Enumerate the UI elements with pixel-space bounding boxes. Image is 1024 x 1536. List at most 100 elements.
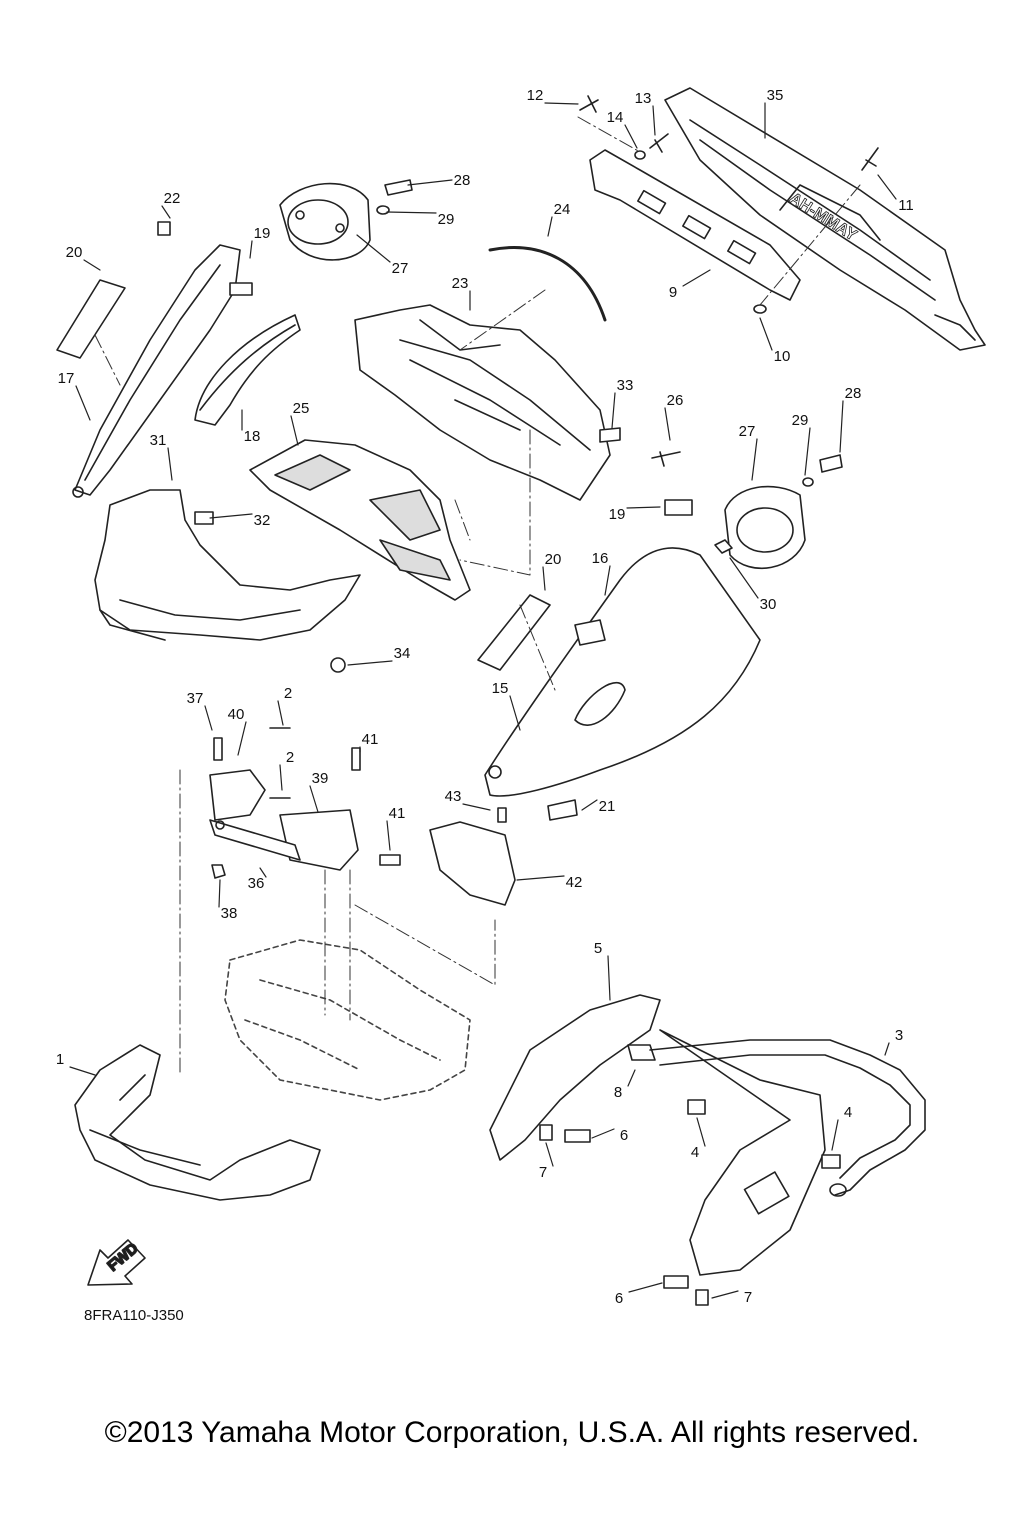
callout-leader-line bbox=[509, 695, 521, 731]
callout-leader-line bbox=[839, 400, 844, 453]
washer-29-right bbox=[802, 477, 814, 487]
callout-number: 18 bbox=[244, 428, 261, 445]
callout-leader-line bbox=[309, 785, 319, 813]
callout-number: 6 bbox=[615, 1290, 623, 1307]
callout-leader-line bbox=[386, 211, 437, 214]
callout-leader-line bbox=[237, 721, 247, 756]
clip-11 bbox=[861, 147, 879, 171]
callout-leader-line bbox=[161, 205, 171, 219]
callout-leader-line bbox=[751, 438, 758, 481]
callout-number: 29 bbox=[792, 412, 809, 429]
callout-leader-line bbox=[729, 557, 759, 599]
callout-number: 17 bbox=[58, 370, 75, 387]
callout-number: 42 bbox=[566, 874, 583, 891]
callout-leader-line bbox=[386, 820, 391, 851]
callout-leader-line bbox=[627, 1069, 636, 1087]
muffler-cap-right bbox=[724, 485, 806, 570]
heat-shield-18 bbox=[194, 314, 301, 426]
mesh-bracket bbox=[249, 439, 471, 601]
callout-number: 40 bbox=[228, 706, 245, 723]
nut-30 bbox=[714, 539, 733, 554]
callout-leader-line bbox=[259, 867, 267, 878]
label-sticker-20-left bbox=[56, 279, 126, 359]
callout-number: 12 bbox=[527, 87, 544, 104]
nut-10 bbox=[753, 304, 767, 314]
callout-number: 13 bbox=[635, 90, 652, 107]
nut-38 bbox=[211, 864, 226, 879]
callout-leader-line bbox=[347, 660, 393, 666]
callout-number: 28 bbox=[845, 385, 862, 402]
callout-leader-line bbox=[277, 700, 284, 726]
callout-leader-line bbox=[628, 1282, 663, 1293]
callout-number: 19 bbox=[254, 225, 271, 242]
clip-7-left bbox=[539, 1124, 553, 1141]
guard-bar bbox=[649, 1039, 926, 1197]
label-19-right bbox=[664, 499, 693, 516]
callout-leader-line bbox=[591, 1128, 615, 1139]
callout-leader-line bbox=[218, 879, 221, 908]
callout-leader-line bbox=[831, 1119, 839, 1151]
callout-leader-line bbox=[167, 447, 173, 481]
bolt-28-right bbox=[819, 454, 843, 473]
label-20-right bbox=[477, 594, 551, 671]
callout-leader-line bbox=[249, 240, 253, 259]
callout-number: 8 bbox=[614, 1084, 622, 1101]
callout-leader-line bbox=[209, 513, 253, 519]
callout-leader-line bbox=[626, 506, 661, 509]
callout-number: 5 bbox=[594, 940, 602, 957]
callout-number: 4 bbox=[844, 1104, 852, 1121]
trim-strip-24 bbox=[488, 246, 607, 322]
clip-rivet bbox=[579, 95, 599, 113]
callout-number: 2 bbox=[286, 749, 294, 766]
stay-bracket bbox=[209, 769, 359, 871]
callout-number: 24 bbox=[554, 201, 571, 218]
bolt-4-left bbox=[687, 1099, 706, 1115]
bolt-22 bbox=[157, 221, 171, 236]
callout-number: 7 bbox=[539, 1164, 547, 1181]
callout-leader-line bbox=[290, 415, 299, 446]
callout-leader-line bbox=[279, 764, 283, 791]
callout-number: 33 bbox=[617, 377, 634, 394]
callout-number: 9 bbox=[669, 284, 677, 301]
nut-34 bbox=[330, 657, 346, 673]
screw-43 bbox=[497, 807, 507, 823]
washer-14 bbox=[634, 150, 646, 160]
callout-leader-line bbox=[711, 1290, 739, 1299]
callout-number: 23 bbox=[452, 275, 469, 292]
callout-number: 34 bbox=[394, 645, 411, 662]
muffler-body bbox=[484, 547, 761, 797]
callout-leader-line bbox=[804, 427, 811, 476]
callout-number: 35 bbox=[767, 87, 784, 104]
callout-leader-line bbox=[547, 216, 553, 237]
callout-number: 27 bbox=[392, 260, 409, 277]
bolt-41-side bbox=[379, 854, 401, 866]
callout-number: 14 bbox=[607, 109, 624, 126]
callout-leader-line bbox=[696, 1117, 706, 1147]
callout-number: 20 bbox=[66, 244, 83, 261]
callout-number: 29 bbox=[438, 211, 455, 228]
callout-number: 36 bbox=[248, 875, 265, 892]
callout-number: 19 bbox=[609, 506, 626, 523]
callout-leader-line bbox=[542, 566, 546, 591]
bolt-6-right bbox=[663, 1275, 689, 1289]
callout-leader-line bbox=[204, 705, 213, 731]
callout-number: 20 bbox=[545, 551, 562, 568]
callout-number: 11 bbox=[898, 197, 914, 214]
clip-rivet-13 bbox=[649, 133, 669, 153]
callout-leader-line bbox=[652, 105, 656, 136]
bolt-6-left bbox=[564, 1129, 591, 1143]
callout-number: 1 bbox=[56, 1051, 64, 1068]
callout-number: 30 bbox=[760, 596, 777, 613]
side-guard bbox=[489, 994, 826, 1276]
copyright-notice: ©2013 Yamaha Motor Corporation, U.S.A. A… bbox=[104, 1416, 920, 1449]
bolt-41-top bbox=[351, 747, 361, 771]
front-cowl bbox=[74, 1044, 321, 1201]
callout-leader-line bbox=[544, 102, 579, 105]
bolt-28-upper bbox=[376, 179, 413, 215]
mounting-bracket bbox=[589, 149, 801, 301]
callout-number: 27 bbox=[739, 423, 756, 440]
callout-leader-line bbox=[611, 392, 616, 429]
callout-number: 21 bbox=[599, 798, 616, 815]
callout-leader-line bbox=[462, 803, 491, 811]
